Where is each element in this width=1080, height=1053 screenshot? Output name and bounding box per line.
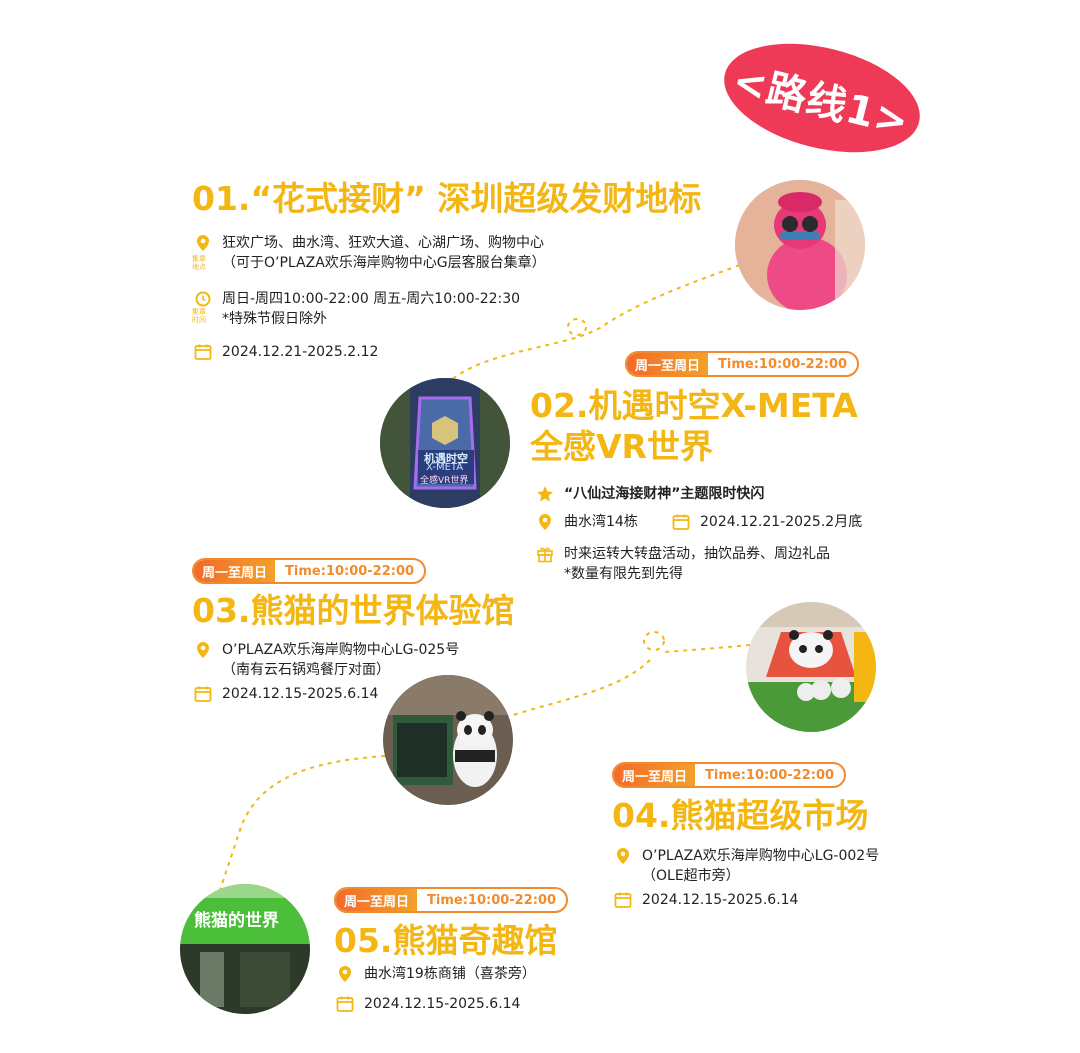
section3-dates-text: 2024.12.15-2025.6.14 (222, 686, 379, 702)
panda-store-sign: 熊猫的世界 (194, 911, 279, 931)
section2-pill-days: 周一至周日 (627, 353, 709, 375)
calendar-icon (194, 685, 212, 703)
section5-hours-pill: 周一至周日 Time:10:00-22:00 (334, 887, 569, 913)
section1-dates: 2024.12.21-2025.2.12 (194, 342, 378, 362)
section3-title: 03.熊猫的世界体验馆 (192, 591, 515, 630)
star-icon (536, 485, 554, 503)
meta-sign-text: 机遇时空 (424, 452, 468, 465)
section4-location-line1: O’PLAZA欢乐海岸购物中心LG-002号 (642, 848, 880, 864)
section2-gift-line2: *数量有限先到先得 (564, 566, 683, 583)
section3-hours-pill: 周一至周日 Time:10:00-22:00 (192, 558, 427, 584)
section3-location-line1: O’PLAZA欢乐海岸购物中心LG-025号 (222, 642, 460, 658)
section1-hours-line2: *特殊节假日除外 (222, 311, 327, 328)
section3-pill-days: 周一至周日 (194, 560, 276, 582)
section2-event-text: “八仙过海接财神”主题限时快闪 (564, 486, 765, 502)
section1-hours: 周日-周四10:00-22:00 周五-周六10:00-22:30 *特殊节假日… (194, 289, 520, 330)
section4-title: 04.熊猫超级市场 (612, 796, 869, 835)
section4-pill-days: 周一至周日 (614, 764, 696, 786)
section4-location-line2: （OLE超市旁） (642, 868, 740, 885)
section3-location-line2: （南有云石锅鸡餐厅对面） (222, 662, 390, 679)
section2-event: “八仙过海接财神”主题限时快闪 (536, 484, 764, 504)
section2-photo: 机遇时空 X-META 全感VR世界 (380, 378, 510, 508)
section5-photo: 熊猫的世界 (180, 884, 310, 1014)
location-pin-icon (536, 513, 554, 531)
calendar-icon (672, 513, 690, 531)
section3-location: O’PLAZA欢乐海岸购物中心LG-025号 （南有云石锅鸡餐厅对面） (194, 640, 459, 681)
section1-location-line1: 狂欢广场、曲水湾、狂欢大道、心湖广场、购物中心 (222, 235, 544, 251)
section5-dates-text: 2024.12.15-2025.6.14 (364, 996, 521, 1012)
meta-sign-text3: 全感VR世界 (420, 476, 469, 486)
section5-pill-time: Time:10:00-22:00 (427, 892, 557, 908)
location-pin-icon (194, 641, 212, 659)
section5-pill-days: 周一至周日 (336, 889, 418, 911)
section2-gift: 时来运转大转盘活动，抽饮品券、周边礼品 *数量有限先到先得 (536, 544, 830, 585)
location-pin-icon (614, 847, 632, 865)
section2-gift-line1: 时来运转大转盘活动，抽饮品券、周边礼品 (564, 546, 830, 562)
location-pin-icon (194, 234, 212, 252)
section2-location-text: 曲水湾14栋 (564, 514, 638, 530)
section4-location: O’PLAZA欢乐海岸购物中心LG-002号 （OLE超市旁） (614, 846, 879, 887)
section4-pill-time: Time:10:00-22:00 (705, 767, 835, 783)
section1-dates-text: 2024.12.21-2025.2.12 (222, 344, 379, 360)
section2-dates-text: 2024.12.21-2025.2月底 (700, 514, 863, 530)
section4-dates-text: 2024.12.15-2025.6.14 (642, 892, 799, 908)
section1-title: 01.“花式接财” 深圳超级发财地标 (192, 179, 702, 218)
section2-hours-pill: 周一至周日 Time:10:00-22:00 (625, 351, 860, 377)
section1-location: 狂欢广场、曲水湾、狂欢大道、心湖广场、购物中心 （可于O’PLAZA欢乐海岸购物… (194, 233, 546, 274)
clock-icon (194, 290, 212, 308)
section1-location-line2: （可于O’PLAZA欢乐海岸购物中心G层客服台集章） (222, 255, 546, 272)
section5-location-text: 曲水湾19栋商铺（喜茶旁） (364, 966, 536, 982)
section3-dates: 2024.12.15-2025.6.14 (194, 684, 378, 704)
section2-title-line1: 02.机遇时空X-META (530, 386, 858, 425)
gift-icon (536, 545, 554, 563)
meta-sign-text2: X-META (426, 462, 464, 473)
calendar-icon (336, 995, 354, 1013)
location-pin-icon (336, 965, 354, 983)
section4-photo (746, 602, 876, 732)
section3-pill-time: Time:10:00-22:00 (285, 563, 415, 579)
section5-title: 05.熊猫奇趣馆 (334, 921, 558, 960)
section1-photo (735, 180, 865, 310)
section1-hours-line1: 周日-周四10:00-22:00 周五-周六10:00-22:30 (222, 291, 521, 307)
section2-title-line2: 全感VR世界 (530, 427, 713, 466)
section5-location: 曲水湾19栋商铺（喜茶旁） (336, 964, 536, 984)
section5-dates: 2024.12.15-2025.6.14 (336, 994, 520, 1014)
section1-hours-tag: 集章时间 (192, 308, 206, 324)
calendar-icon (194, 343, 212, 361)
section2-pill-time: Time:10:00-22:00 (718, 356, 848, 372)
section4-dates: 2024.12.15-2025.6.14 (614, 890, 798, 910)
section1-location-tag: 集章地点 (192, 255, 206, 271)
section2-location: 曲水湾14栋 (536, 512, 638, 532)
section4-hours-pill: 周一至周日 Time:10:00-22:00 (612, 762, 847, 788)
section3-photo (383, 675, 513, 805)
calendar-icon (614, 891, 632, 909)
section2-dates: 2024.12.21-2025.2月底 (672, 512, 862, 532)
